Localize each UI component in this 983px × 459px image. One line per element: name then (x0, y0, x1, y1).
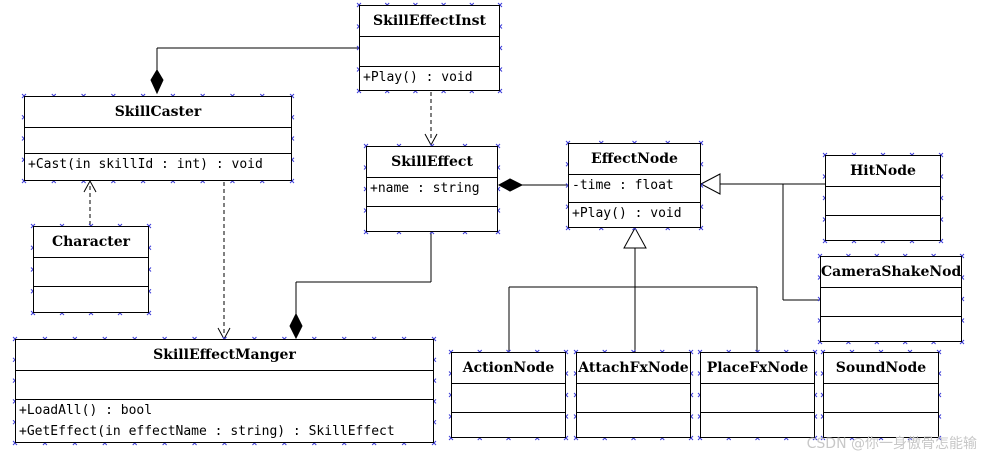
class-skill-effect-inst[interactable]: SkillEffectInst +Play() : void (359, 5, 500, 91)
class-action-node[interactable]: ActionNode (451, 352, 566, 438)
class-name: SkillEffectManger (16, 340, 433, 371)
operations-section: +Play() : void (569, 203, 700, 229)
class-skill-effect-manger[interactable]: SkillEffectManger +LoadAll() : bool +Get… (15, 339, 434, 443)
dependency-arrowhead (83, 179, 97, 193)
class-place-fx-node[interactable]: PlaceFxNode (700, 352, 815, 438)
attributes-section (360, 37, 499, 67)
attributes-section (577, 384, 690, 413)
operations-section (34, 287, 148, 314)
attributes-section (824, 384, 938, 413)
operations-section: +Play() : void (360, 67, 499, 92)
class-hit-node[interactable]: HitNode (825, 155, 941, 241)
attributes-section (701, 384, 814, 413)
composition-diamond (289, 312, 303, 340)
class-skill-caster[interactable]: SkillCaster +Cast(in skillId : int) : vo… (24, 96, 292, 181)
attributes-section (821, 288, 961, 317)
class-name: EffectNode (569, 144, 700, 175)
operation: +GetEffect(in effectName : string) : Ski… (19, 424, 395, 439)
class-name: Character (34, 227, 148, 258)
operations-section (452, 413, 565, 439)
class-character[interactable]: Character (33, 226, 149, 313)
class-name: AttachFxNode (577, 353, 690, 384)
attributes-section (826, 187, 940, 216)
class-name: CameraShakeNode (821, 257, 961, 288)
attributes-section (34, 258, 148, 287)
class-name: ActionNode (452, 353, 565, 384)
composition-diamond (497, 178, 524, 192)
class-name: HitNode (826, 156, 940, 187)
operations-section (821, 317, 961, 343)
class-name: SkillCaster (25, 97, 291, 128)
operations-section (701, 413, 814, 439)
operations-section: +LoadAll() : bool +GetEffect(in effectNa… (16, 400, 433, 444)
operations-section: +Cast(in skillId : int) : void (25, 154, 291, 182)
watermark: CSDN @你一身傲骨怎能输 (806, 436, 977, 452)
class-name: SoundNode (824, 353, 938, 384)
class-sound-node[interactable]: SoundNode (823, 352, 939, 438)
class-name: SkillEffect (367, 147, 497, 178)
attributes-section (25, 128, 291, 154)
class-effect-node[interactable]: EffectNode -time : float +Play() : void (568, 143, 701, 228)
generalization-triangle (699, 173, 721, 195)
operations-section (577, 413, 690, 439)
attributes-section: -time : float (569, 175, 700, 203)
operations-section (367, 207, 497, 233)
attributes-section (16, 371, 433, 400)
class-name: PlaceFxNode (701, 353, 814, 384)
class-skill-effect[interactable]: SkillEffect +name : string (366, 146, 498, 232)
attribute: -time : float (572, 178, 674, 193)
class-camera-shake-node[interactable]: CameraShakeNode (820, 256, 962, 342)
composition-diamond (150, 69, 164, 95)
operation: +Cast(in skillId : int) : void (28, 157, 263, 172)
attributes-section: +name : string (367, 178, 497, 207)
attributes-section (452, 384, 565, 413)
attribute: +name : string (370, 181, 480, 196)
operation: +Play() : void (363, 70, 473, 85)
operations-section (826, 216, 940, 242)
operation: +Play() : void (572, 206, 682, 221)
class-attach-fx-node[interactable]: AttachFxNode (576, 352, 691, 438)
generalization-triangle (623, 226, 647, 249)
class-name: SkillEffectInst (360, 6, 499, 37)
operation: +LoadAll() : bool (19, 403, 153, 418)
